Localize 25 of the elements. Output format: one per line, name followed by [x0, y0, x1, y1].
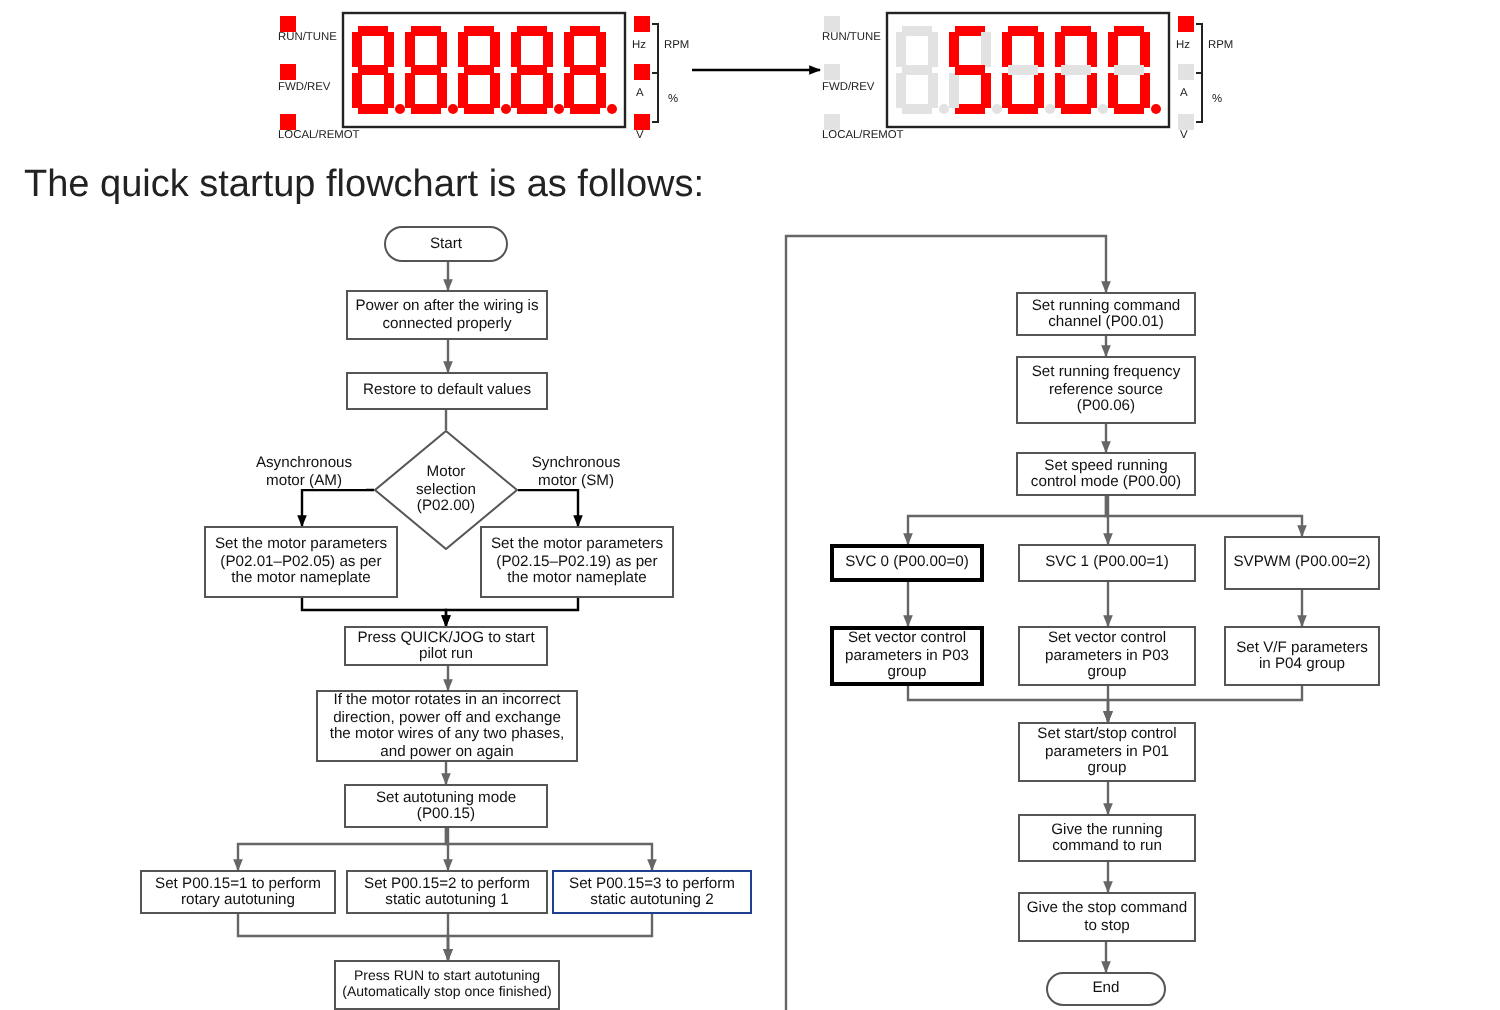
arrow	[443, 340, 453, 374]
arrow	[1103, 496, 1113, 546]
arrow	[1101, 424, 1111, 454]
arrow	[441, 762, 451, 786]
arrow	[1103, 686, 1304, 724]
arrow	[903, 582, 913, 628]
intro-text: The quick startup flowchart is as follows:	[24, 164, 705, 208]
arrow	[692, 65, 822, 75]
arrow	[1104, 496, 1307, 538]
arrow	[444, 828, 657, 872]
arrow	[1297, 590, 1307, 628]
arrow	[443, 828, 453, 872]
arrow	[443, 666, 453, 692]
arrow	[1101, 336, 1111, 358]
arrow	[1103, 782, 1113, 816]
arrow	[441, 598, 580, 628]
arrow	[297, 488, 374, 528]
arrow	[1103, 862, 1113, 894]
arrow	[443, 914, 654, 962]
arrow	[443, 262, 453, 292]
arrow	[1103, 582, 1113, 628]
arrow	[784, 234, 1111, 1010]
connector-line	[444, 410, 448, 430]
arrow	[518, 488, 583, 528]
arrow	[1101, 942, 1111, 974]
